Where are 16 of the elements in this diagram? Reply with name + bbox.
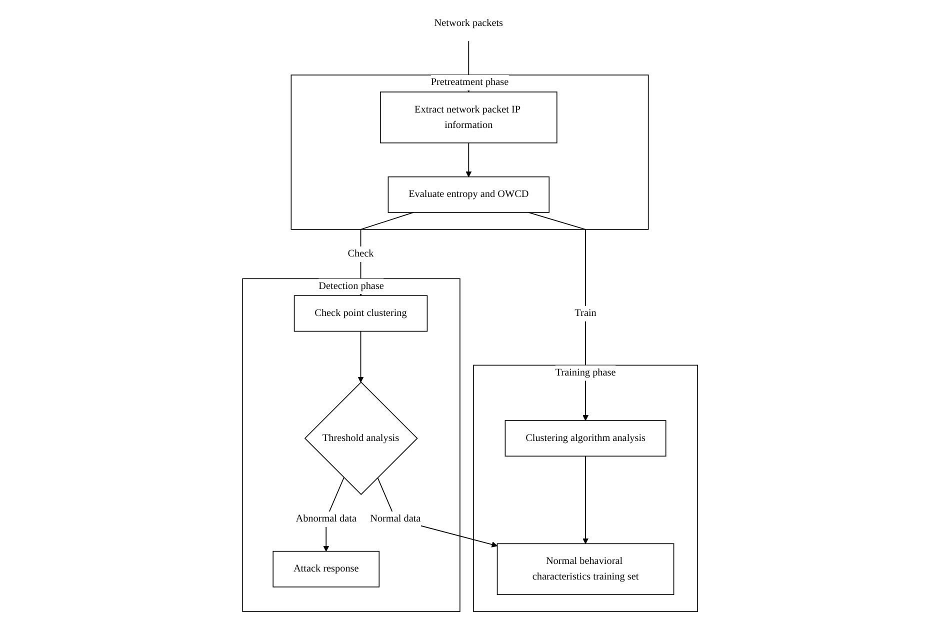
node-diamond: Threshold analysis [304, 382, 418, 496]
edge-label: Abnormal data [296, 513, 357, 524]
node-box: Extract network packet IP information [380, 92, 558, 144]
arrow [358, 330, 364, 382]
arrow [528, 212, 589, 421]
node-box: Normal behavioral characteristics training set [497, 543, 675, 595]
node-box: Attack response [273, 550, 380, 588]
node-box: Clustering algorithm analysis [505, 420, 667, 457]
node-text: Network packets [434, 18, 504, 29]
edge-label: Check [348, 248, 374, 260]
edge-label: Normal data [370, 513, 422, 524]
arrow [582, 456, 589, 544]
node-box: Evaluate entropy and OWCD [388, 176, 550, 213]
arrow [466, 142, 472, 178]
node-box: Check point clustering [294, 295, 428, 332]
edge-label: Train [575, 308, 597, 319]
